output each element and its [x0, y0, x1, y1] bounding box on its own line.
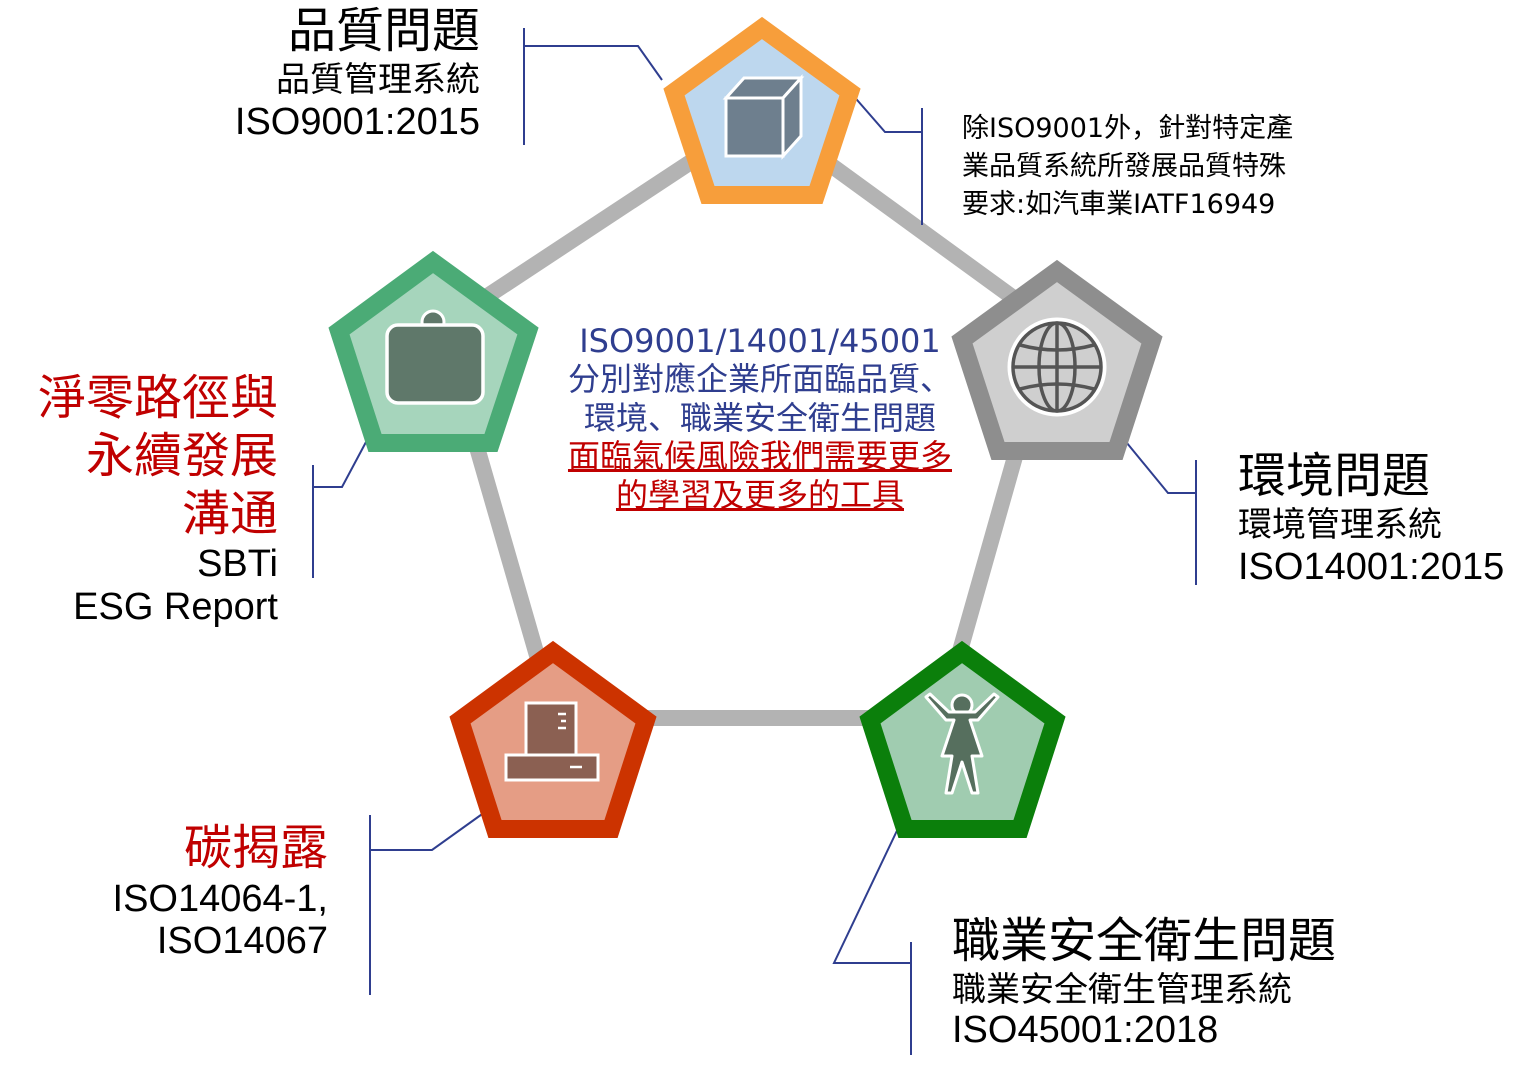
quality-title: 品質問題: [287, 3, 480, 59]
center-line-3: 環境、職業安全衛生問題: [583, 398, 936, 437]
environment-title: 環境問題: [1238, 448, 1431, 504]
environment-label: 環境問題 環境管理系統 ISO14001:2015: [1238, 448, 1505, 588]
quality-note: 除ISO9001外，針對特定產 業品質系統所發展品質特殊 要求:如汽車業IATF…: [962, 110, 1293, 223]
netzero-title-3: 溝通: [181, 485, 278, 542]
quality-label: 品質問題 品質管理系統 ISO9001:2015: [234, 3, 480, 143]
cube-icon: [722, 74, 805, 160]
carbon-pentagon: [449, 640, 657, 838]
environment-subtitle: 環境管理系統: [1238, 504, 1442, 545]
netzero-leader: [313, 441, 367, 488]
quality-note-line1: 除ISO9001外，針對特定產: [962, 113, 1294, 144]
center-line-1: ISO9001/14001/45001: [579, 322, 941, 360]
center-line-4: 面臨氣候風險我們需要更多: [567, 437, 952, 476]
quality-standard: ISO9001:2015: [234, 100, 480, 143]
person-icon: [924, 692, 1000, 795]
cash-register-icon: [504, 701, 600, 782]
netzero-item-2: ESG Report: [73, 585, 278, 628]
environment-standard: ISO14001:2015: [1238, 545, 1505, 588]
leader-lines: [312, 28, 1197, 1055]
quality-pentagon: [663, 16, 861, 204]
carbon-label: 碳揭露 ISO14064-1, ISO14067: [112, 820, 328, 963]
center-line-5: 的學習及更多的工具: [615, 475, 904, 514]
ring-connector: [432, 105, 1062, 726]
safety-subtitle: 職業安全衛生管理系統: [952, 969, 1292, 1010]
quality-note-leader: [850, 92, 922, 133]
netzero-title-2: 永續發展: [85, 427, 278, 484]
quality-subtitle: 品質管理系統: [276, 59, 480, 100]
safety-title: 職業安全衛生問題: [952, 913, 1337, 969]
environment-leader: [1121, 436, 1196, 494]
quality-leader: [524, 45, 663, 81]
netzero-title-1: 淨零路徑與: [37, 370, 278, 426]
carbon-standard-1: ISO14064-1,: [112, 877, 328, 920]
quality-note-line2: 業品質系統所發展品質特殊: [962, 150, 1286, 182]
safety-standard: ISO45001:2018: [952, 1008, 1219, 1051]
safety-leader: [832, 817, 911, 964]
center-line-2: 分別對應企業所面臨品質、: [567, 360, 952, 399]
globe-icon: [1007, 317, 1107, 417]
carbon-leader: [370, 811, 486, 851]
netzero-label: 淨零路徑與 永續發展 溝通 SBTi ESG Report: [37, 370, 278, 628]
netzero-pentagon: [328, 250, 539, 452]
environment-pentagon: [951, 259, 1163, 460]
center-text: ISO9001/14001/45001 分別對應企業所面臨品質、 環境、職業安全…: [520, 322, 1000, 514]
quality-note-line3: 要求:如汽車業IATF16949: [962, 188, 1276, 220]
safety-pentagon: [859, 640, 1066, 838]
carbon-title: 碳揭露: [183, 820, 328, 876]
carbon-standard-2: ISO14067: [156, 920, 328, 963]
netzero-item-1: SBTi: [197, 543, 278, 586]
briefcase-icon: [385, 309, 485, 405]
safety-label: 職業安全衛生問題 職業安全衛生管理系統 ISO45001:2018: [952, 913, 1337, 1051]
